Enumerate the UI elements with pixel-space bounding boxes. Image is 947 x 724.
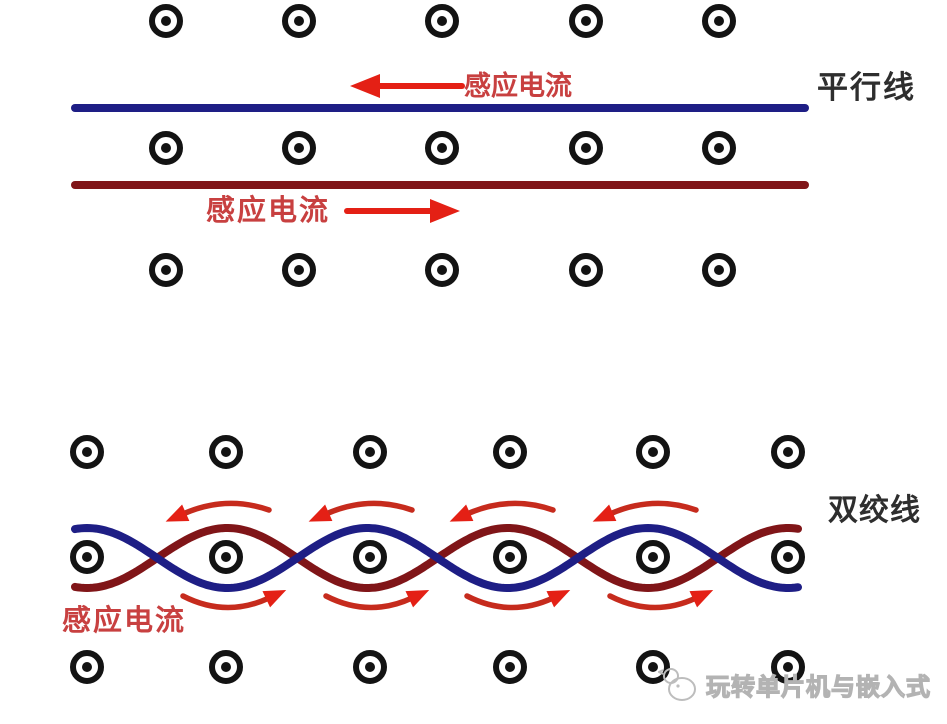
- induced-current-arrowhead-right: [430, 199, 460, 223]
- twist-loop-arrow-upper-left: [592, 500, 699, 522]
- twist-loop-arrow-lower-right: [180, 589, 287, 611]
- field-out-of-page-dot-center: [221, 552, 231, 562]
- field-out-of-page-dot-center: [294, 143, 304, 153]
- field-out-of-page-dot-center: [505, 447, 515, 457]
- watermark-text: 玩转单片机与嵌入式: [705, 673, 931, 701]
- field-out-of-page-dot-center: [581, 16, 591, 26]
- field-out-of-page-dot-center: [783, 552, 793, 562]
- twisted-wire-blue: [71, 523, 802, 592]
- induced-current-label-bottom: 感应电流: [62, 605, 187, 637]
- field-out-of-page-dot-center: [648, 447, 658, 457]
- field-out-of-page-dot-center: [294, 16, 304, 26]
- parallel-lines-label: 平行线: [817, 70, 916, 105]
- induced-current-arrowhead-left: [350, 74, 380, 98]
- induced-current-label-middle: 感应电流: [206, 195, 331, 227]
- field-out-of-page-dot-center: [581, 265, 591, 275]
- field-out-of-page-dot-center: [437, 16, 447, 26]
- field-out-of-page-dot-center: [221, 662, 231, 672]
- field-out-of-page-dot-center: [365, 662, 375, 672]
- field-out-of-page-dot-center: [714, 16, 724, 26]
- field-out-of-page-dot-center: [648, 552, 658, 562]
- field-out-of-page-dot-center: [714, 143, 724, 153]
- field-out-of-page-dot-center: [648, 662, 658, 672]
- twist-loop-arrow-upper-left: [449, 500, 556, 522]
- field-out-of-page-dot-center: [221, 447, 231, 457]
- field-out-of-page-dot-center: [581, 143, 591, 153]
- watermark-logo-icon: [658, 668, 696, 701]
- twist-loop-arrow-upper-left: [308, 500, 415, 522]
- twist-loop-arrow-lower-right: [464, 589, 571, 611]
- field-out-of-page-dot-center: [714, 265, 724, 275]
- field-out-of-page-dot-center: [783, 662, 793, 672]
- twist-loop-arrow-lower-right: [607, 589, 714, 611]
- field-out-of-page-dot-center: [294, 265, 304, 275]
- twist-loop-arrow-upper-left: [165, 500, 272, 522]
- induced-current-label-top: 感应电流: [464, 71, 572, 101]
- field-out-of-page-dot-center: [161, 16, 171, 26]
- field-out-of-page-dot-center: [505, 552, 515, 562]
- field-out-of-page-dot-center: [437, 265, 447, 275]
- watermark: 玩转单片机与嵌入式: [658, 662, 931, 706]
- field-out-of-page-dot-center: [82, 552, 92, 562]
- twist-loop-arrow-lower-right: [323, 589, 430, 611]
- field-out-of-page-dot-center: [82, 447, 92, 457]
- twisted-pair-label: 双绞线: [828, 494, 921, 527]
- field-out-of-page-dot-center: [783, 447, 793, 457]
- field-out-of-page-dot-center: [437, 143, 447, 153]
- field-out-of-page-dot-center: [365, 552, 375, 562]
- field-out-of-page-dot-center: [82, 662, 92, 672]
- field-out-of-page-dot-center: [161, 265, 171, 275]
- field-out-of-page-dot-center: [161, 143, 171, 153]
- field-out-of-page-dot-center: [505, 662, 515, 672]
- field-out-of-page-dot-center: [365, 447, 375, 457]
